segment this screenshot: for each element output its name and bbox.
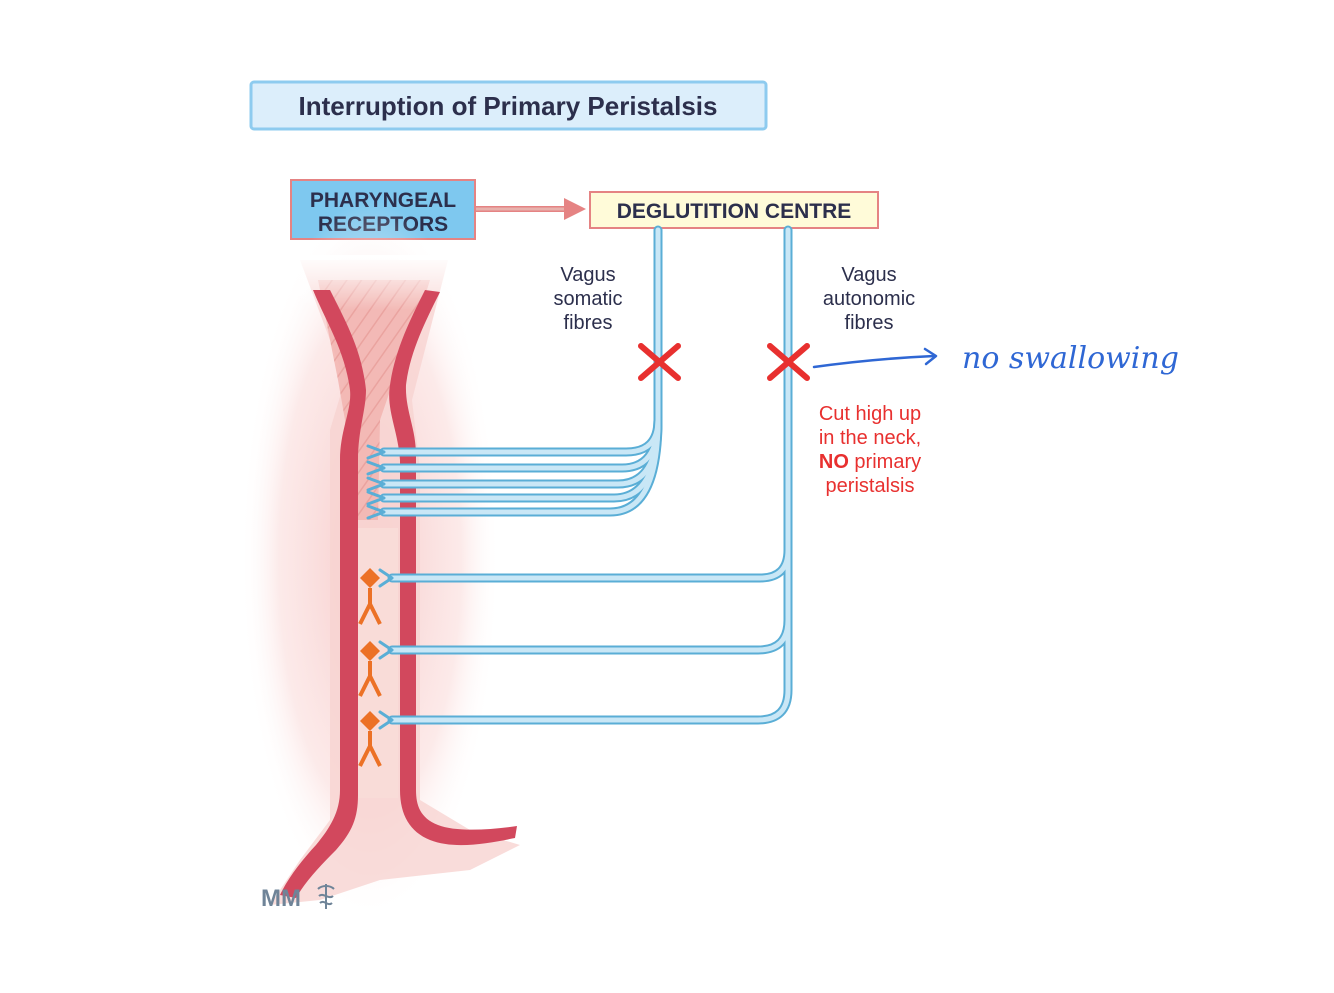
handwritten-arrow (812, 354, 936, 369)
handwritten-annotation: no swallowing (812, 341, 1179, 376)
vagus-autonomic-line-3: fibres (845, 312, 894, 334)
vagus-autonomic-label: Vagus autonomic fibres (823, 264, 915, 334)
cut-note-line-3: NO primary (819, 451, 921, 473)
vagus-autonomic-line-1: Vagus (841, 264, 896, 286)
enteric-neuron-3 (358, 711, 382, 767)
mm-logo: MM (261, 884, 335, 912)
vagus-autonomic-line-2: autonomic (823, 288, 915, 310)
afferent-arrow (476, 198, 586, 220)
enteric-neuron-2 (358, 641, 382, 697)
cut-note-primary: primary (849, 451, 921, 473)
cut-note-no: NO (819, 451, 849, 473)
vagus-somatic-label: Vagus somatic fibres (554, 264, 623, 334)
cut-mark-autonomic (767, 343, 810, 381)
cut-note-line-1: Cut high up (819, 403, 921, 425)
esophagus (240, 200, 520, 920)
enteric-neuron-1 (358, 568, 382, 625)
vagus-somatic-line-3: fibres (564, 312, 613, 334)
title-box: Interruption of Primary Peristalsis (249, 80, 768, 131)
vagus-autonomic-nerve (378, 225, 793, 730)
deglutition-centre-box: DEGLUTITION CENTRE (589, 191, 879, 229)
deglutition-centre-label: DEGLUTITION CENTRE (617, 200, 852, 223)
vagus-somatic-nerve (366, 225, 663, 520)
handwritten-arrowhead (923, 347, 938, 366)
cut-mark-somatic (638, 343, 681, 381)
logo-text: MM (261, 885, 301, 912)
caduceus-icon (317, 884, 335, 909)
diagram-title: Interruption of Primary Peristalsis (298, 91, 717, 121)
vagus-somatic-line-2: somatic (554, 288, 623, 310)
vagus-somatic-line-1: Vagus (560, 264, 615, 286)
cut-note-line-4: peristalsis (826, 475, 915, 497)
handwritten-note: no swallowing (962, 341, 1179, 376)
cut-note-line-2: in the neck, (819, 427, 921, 449)
cut-note: Cut high up in the neck, NO primary peri… (819, 403, 921, 497)
